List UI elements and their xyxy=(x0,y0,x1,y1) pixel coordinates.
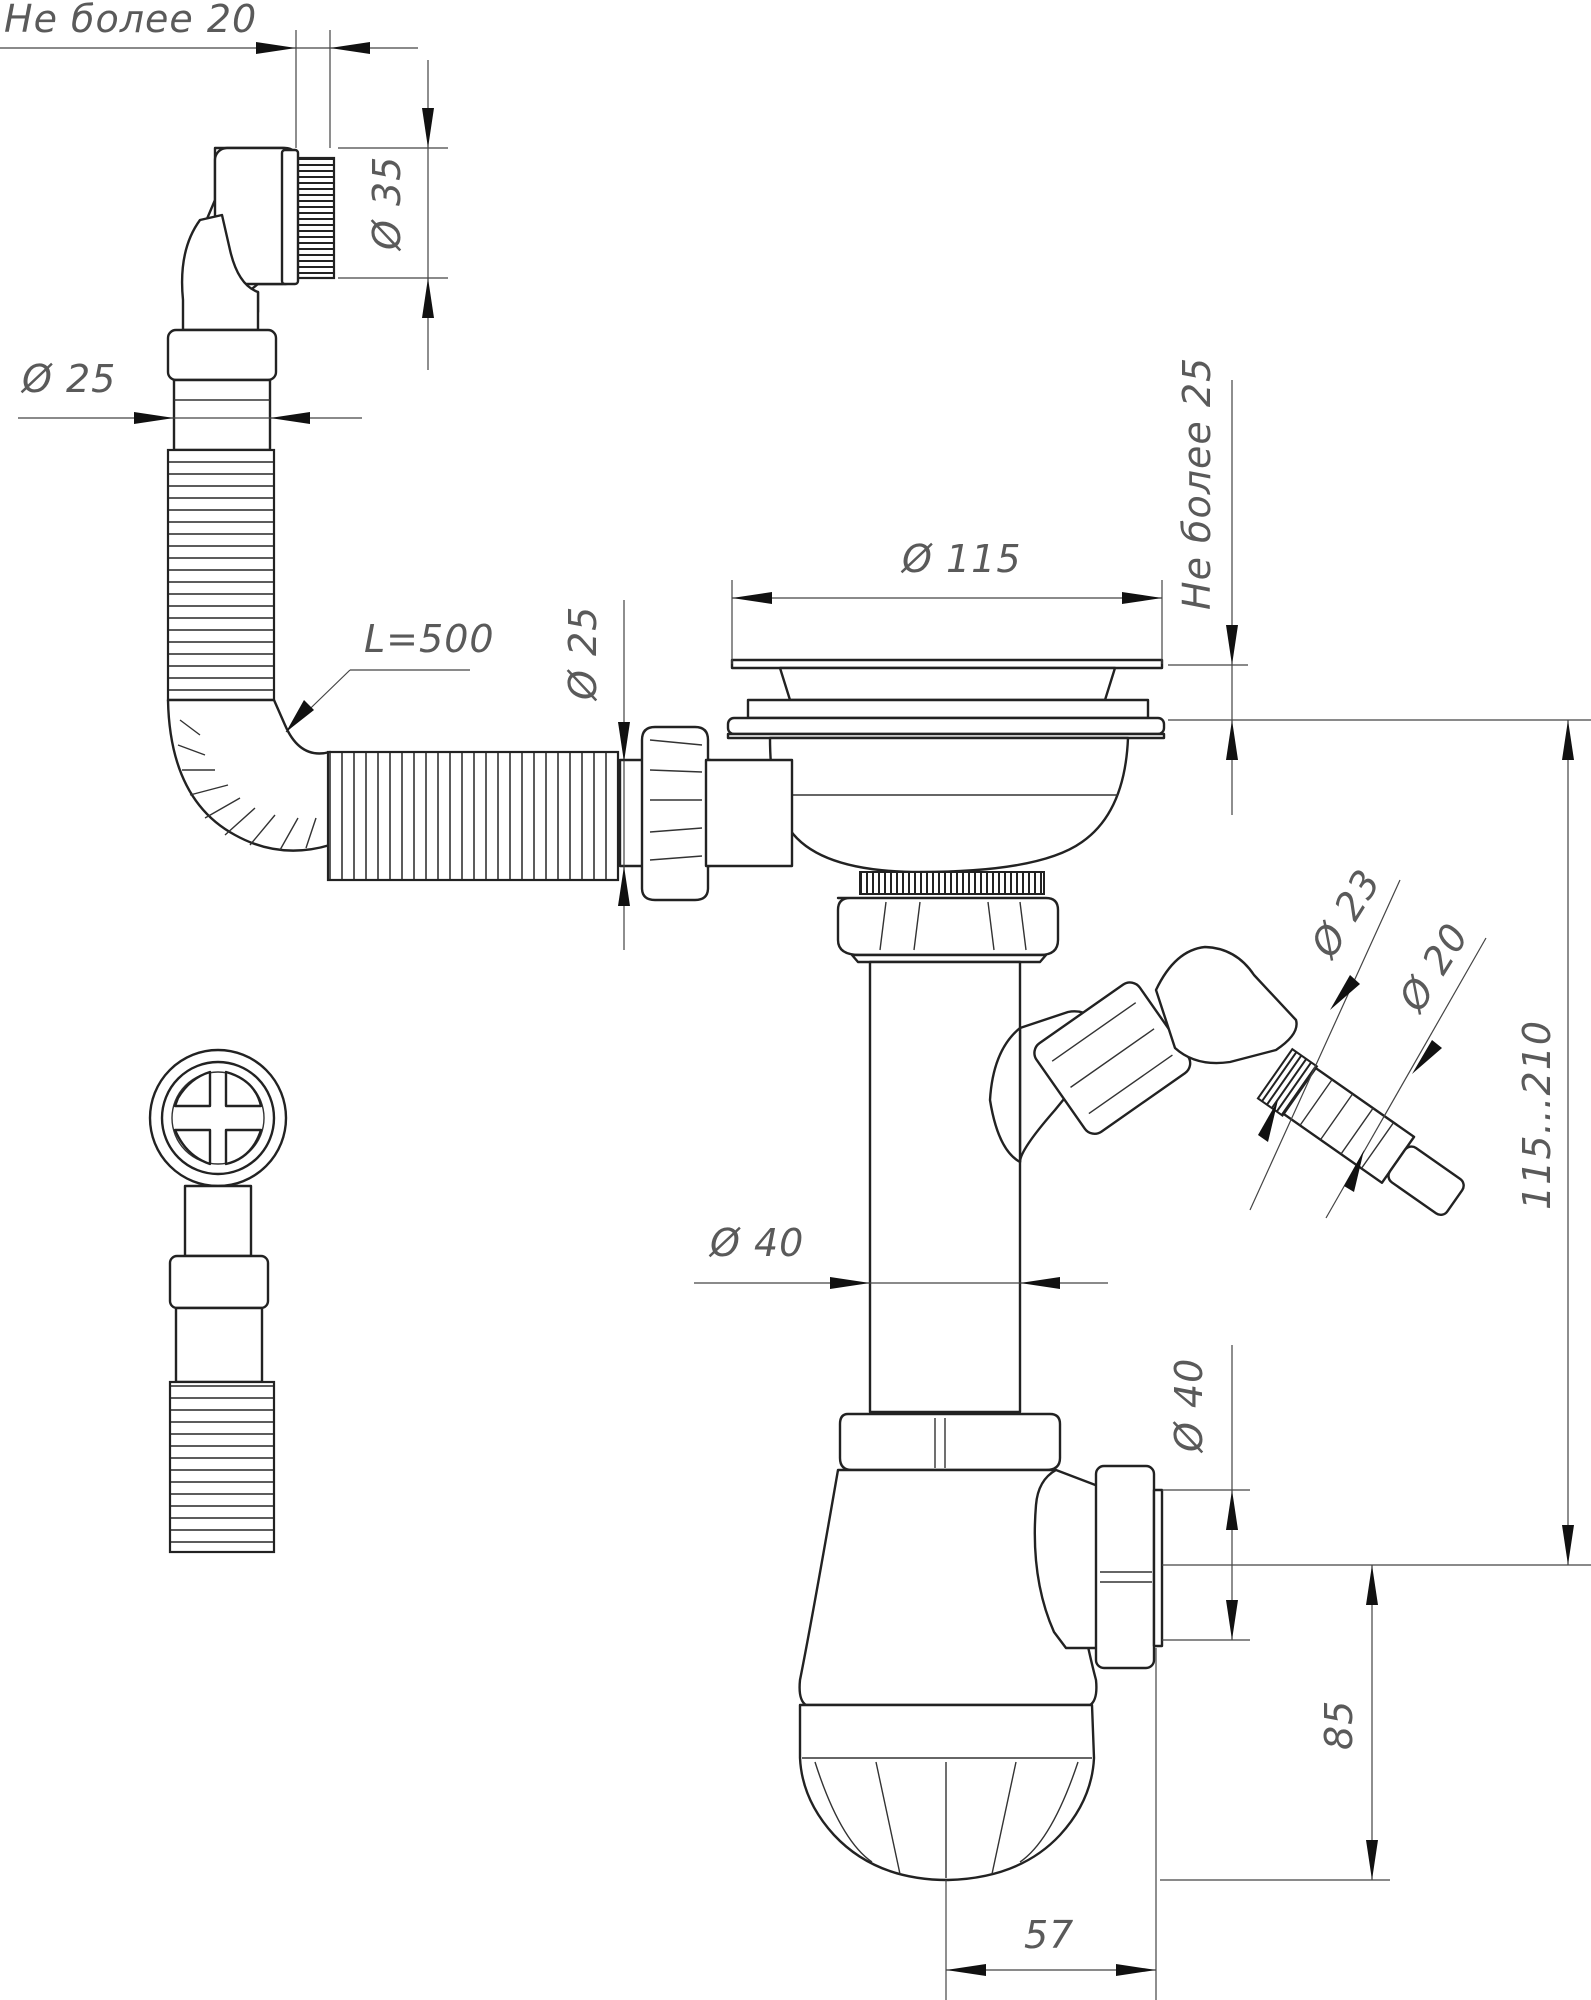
label-not-more-20: Не более 20 xyxy=(4,0,257,41)
siphon-body xyxy=(618,658,1465,1882)
label-dim-85: 85 xyxy=(1317,1700,1361,1750)
label-dia-35: Ø 35 xyxy=(365,156,409,252)
label-not-more-25: Не более 25 xyxy=(1175,357,1219,610)
dimension-lines xyxy=(0,30,1591,2000)
label-dim-57: 57 xyxy=(1024,1913,1074,1957)
overflow-side-view xyxy=(148,1048,288,1554)
label-hose-length: L=500 xyxy=(364,617,495,661)
label-dia-23: Ø 23 xyxy=(1301,861,1389,966)
label-dia-40-outlet: Ø 40 xyxy=(1167,1358,1211,1454)
label-range-115-210: 115…210 xyxy=(1515,1020,1559,1210)
dimension-labels: Не более 20 Ø 35 Ø 25 L=500 Ø 25 Ø 115 Н… xyxy=(4,0,1559,1957)
label-dia-25-side: Ø 25 xyxy=(561,606,605,702)
label-dia-25-top: Ø 25 xyxy=(20,357,116,401)
label-dia-20: Ø 20 xyxy=(1389,915,1477,1020)
label-dia-115: Ø 115 xyxy=(900,537,1022,581)
overflow-assembly xyxy=(166,146,620,882)
label-dia-40-pipe: Ø 40 xyxy=(708,1221,804,1265)
